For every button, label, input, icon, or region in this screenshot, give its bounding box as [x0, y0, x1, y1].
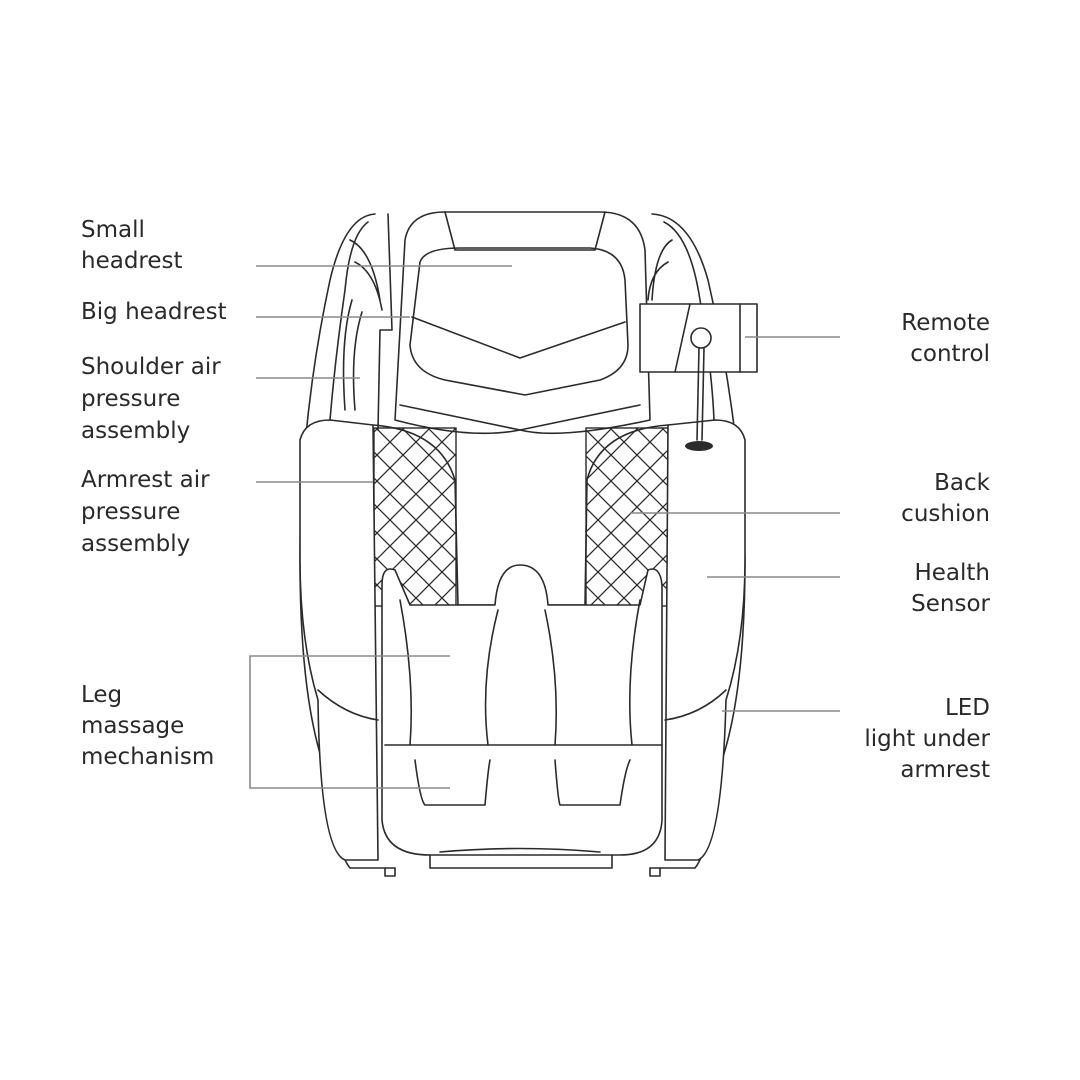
big-headrest-shape	[409, 247, 629, 396]
massage-chair-drawing	[299, 211, 758, 877]
label-back-cushion: Back cushion	[901, 470, 991, 527]
label-armrest-air: Armrest air pressure assembly	[81, 467, 210, 557]
labels-left: Small headrest Big headrest Shoulder air p…	[81, 217, 227, 770]
label-line: Leg	[81, 682, 122, 708]
small-headrest-shape	[394, 211, 651, 435]
label-line: headrest	[81, 248, 183, 274]
label-line: Health	[914, 560, 990, 586]
label-line: pressure	[81, 499, 180, 525]
label-line: Sensor	[911, 591, 990, 617]
leader-leg-massage	[249, 655, 450, 789]
label-line: Shoulder air	[81, 354, 221, 380]
label-line: pressure	[81, 386, 180, 412]
label-line: Small	[81, 217, 145, 243]
label-line: control	[910, 341, 990, 367]
label-line: Remote	[901, 310, 990, 336]
label-line: Back	[934, 470, 991, 496]
label-remote-control: Remote control	[901, 310, 990, 367]
label-line: assembly	[81, 531, 190, 557]
label-led-light: LED light under armrest	[864, 695, 990, 783]
label-leg-massage: Leg massage mechanism	[81, 682, 214, 770]
label-line: massage	[81, 713, 184, 739]
label-line: assembly	[81, 418, 190, 444]
leg-rest	[381, 564, 663, 856]
label-line: cushion	[901, 501, 990, 527]
left-shell-inner	[377, 213, 393, 431]
label-line: Big headrest	[81, 299, 227, 325]
label-big-headrest: Big headrest	[81, 299, 227, 325]
label-line: Armrest air	[81, 467, 210, 493]
label-line: mechanism	[81, 744, 214, 770]
leader-lines	[249, 265, 840, 789]
label-line: light under	[864, 726, 990, 752]
label-line: armrest	[900, 757, 990, 783]
left-armrest	[299, 419, 379, 861]
label-shoulder-air: Shoulder air pressure assembly	[81, 354, 221, 444]
label-line: LED	[945, 695, 990, 721]
right-armrest	[664, 419, 746, 861]
label-small-headrest: Small headrest	[81, 217, 183, 274]
